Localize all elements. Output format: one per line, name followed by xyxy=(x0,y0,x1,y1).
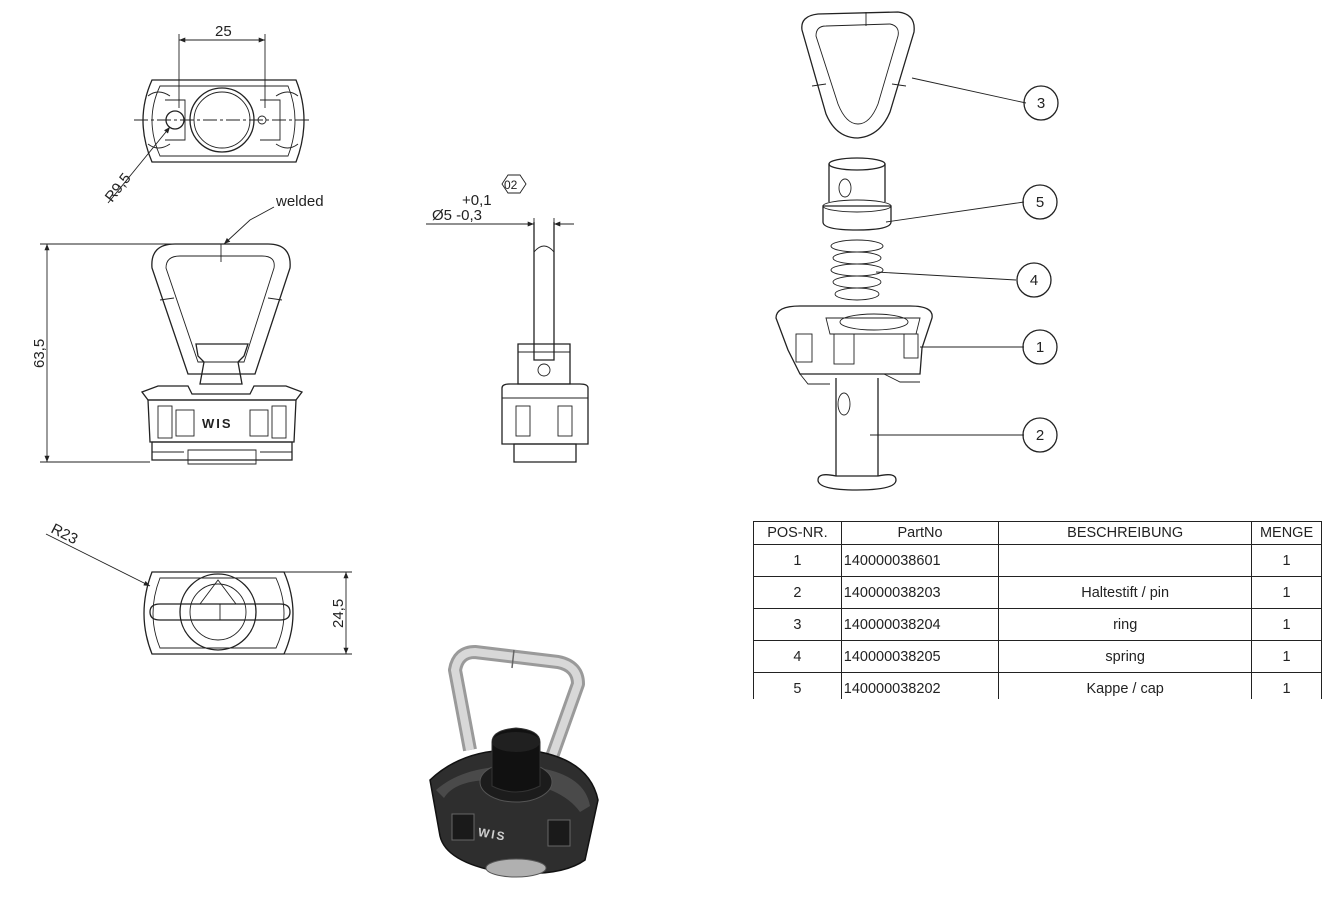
front-view: WIS 63,5 welded xyxy=(31,193,324,465)
bom-header-pos: POS-NR. xyxy=(753,521,842,545)
table-row: 1 140000038601 1 xyxy=(753,544,1322,577)
logo-text: WIS xyxy=(202,416,233,431)
bom-pos: 4 xyxy=(753,640,842,673)
table-row: 3 140000038204 ring 1 xyxy=(753,608,1322,641)
balloon-3 xyxy=(1023,85,1059,121)
dim-bottom-radius: R23 xyxy=(48,520,80,548)
spring xyxy=(830,239,884,301)
dim-top-width: 25 xyxy=(215,23,232,40)
balloon-4 xyxy=(1016,262,1052,298)
pin-tolerance-plus: +0,1 xyxy=(462,192,492,209)
bom-table: POS-NR. PartNo BESCHREIBUNG MENGE 1 1400… xyxy=(753,521,1322,699)
balloon-1 xyxy=(1022,329,1058,365)
balloon-5-label: 5 xyxy=(1036,194,1044,211)
bom-quantity: 1 xyxy=(1251,576,1322,609)
bom-header-row: POS-NR. PartNo BESCHREIBUNG MENGE xyxy=(753,521,1322,545)
top-view: 25 R9,5 xyxy=(102,23,310,205)
side-view: +0,1 Ø5 -0,3 02 xyxy=(426,174,589,463)
weld-symbol: 02 xyxy=(504,178,518,192)
balloon-4-label: 4 xyxy=(1030,272,1038,289)
table-row: 5 140000038202 Kappe / cap 1 xyxy=(753,672,1322,699)
bom-partno: 140000038203 xyxy=(840,576,1000,609)
bom-quantity: 1 xyxy=(1251,544,1322,577)
dim-bottom-height: 24,5 xyxy=(330,599,347,628)
balloon-5 xyxy=(1022,184,1058,220)
bom-pos: 3 xyxy=(753,608,842,641)
bom-quantity: 1 xyxy=(1251,608,1322,641)
balloon-3-label: 3 xyxy=(1037,95,1045,112)
bom-partno: 140000038202 xyxy=(840,672,1000,699)
bom-quantity: 1 xyxy=(1251,640,1322,673)
bom-description xyxy=(998,544,1253,577)
iso-view: WIS xyxy=(429,645,599,878)
bom-pos: 5 xyxy=(753,672,842,699)
table-row: 2 140000038203 Haltestift / pin 1 xyxy=(753,576,1322,609)
balloon-2 xyxy=(1022,417,1058,453)
table-row: 4 140000038205 spring 1 xyxy=(753,640,1322,673)
balloon-2-label: 2 xyxy=(1036,427,1044,444)
balloon-1-label: 1 xyxy=(1036,339,1044,356)
bom-description: Haltestift / pin xyxy=(998,576,1253,609)
bom-header-quantity: MENGE xyxy=(1251,521,1322,545)
exploded-view: 3 5 4 1 2 xyxy=(775,11,1059,491)
bom-pos: 2 xyxy=(753,576,842,609)
dim-top-radius: R9,5 xyxy=(102,170,135,205)
bom-description: spring xyxy=(998,640,1253,673)
bom-description: Kappe / cap xyxy=(998,672,1253,699)
pin-diameter: Ø5 -0,3 xyxy=(432,207,482,224)
iso-logo-text: WIS xyxy=(477,825,508,844)
dim-height: 63,5 xyxy=(31,339,48,368)
bom-description: ring xyxy=(998,608,1253,641)
bom-header-description: BESCHREIBUNG xyxy=(998,521,1253,545)
bom-pos: 1 xyxy=(753,544,842,577)
bom-table-wrapper: POS-NR. PartNo BESCHREIBUNG MENGE 1 1400… xyxy=(753,521,1322,699)
bom-quantity: 1 xyxy=(1251,672,1322,699)
bottom-view: R23 24,5 xyxy=(45,520,352,655)
bom-partno: 140000038204 xyxy=(840,608,1000,641)
welded-note: welded xyxy=(275,193,324,210)
bom-header-partno: PartNo xyxy=(840,521,1000,545)
bom-partno: 140000038205 xyxy=(840,640,1000,673)
bom-partno: 140000038601 xyxy=(840,544,1000,577)
